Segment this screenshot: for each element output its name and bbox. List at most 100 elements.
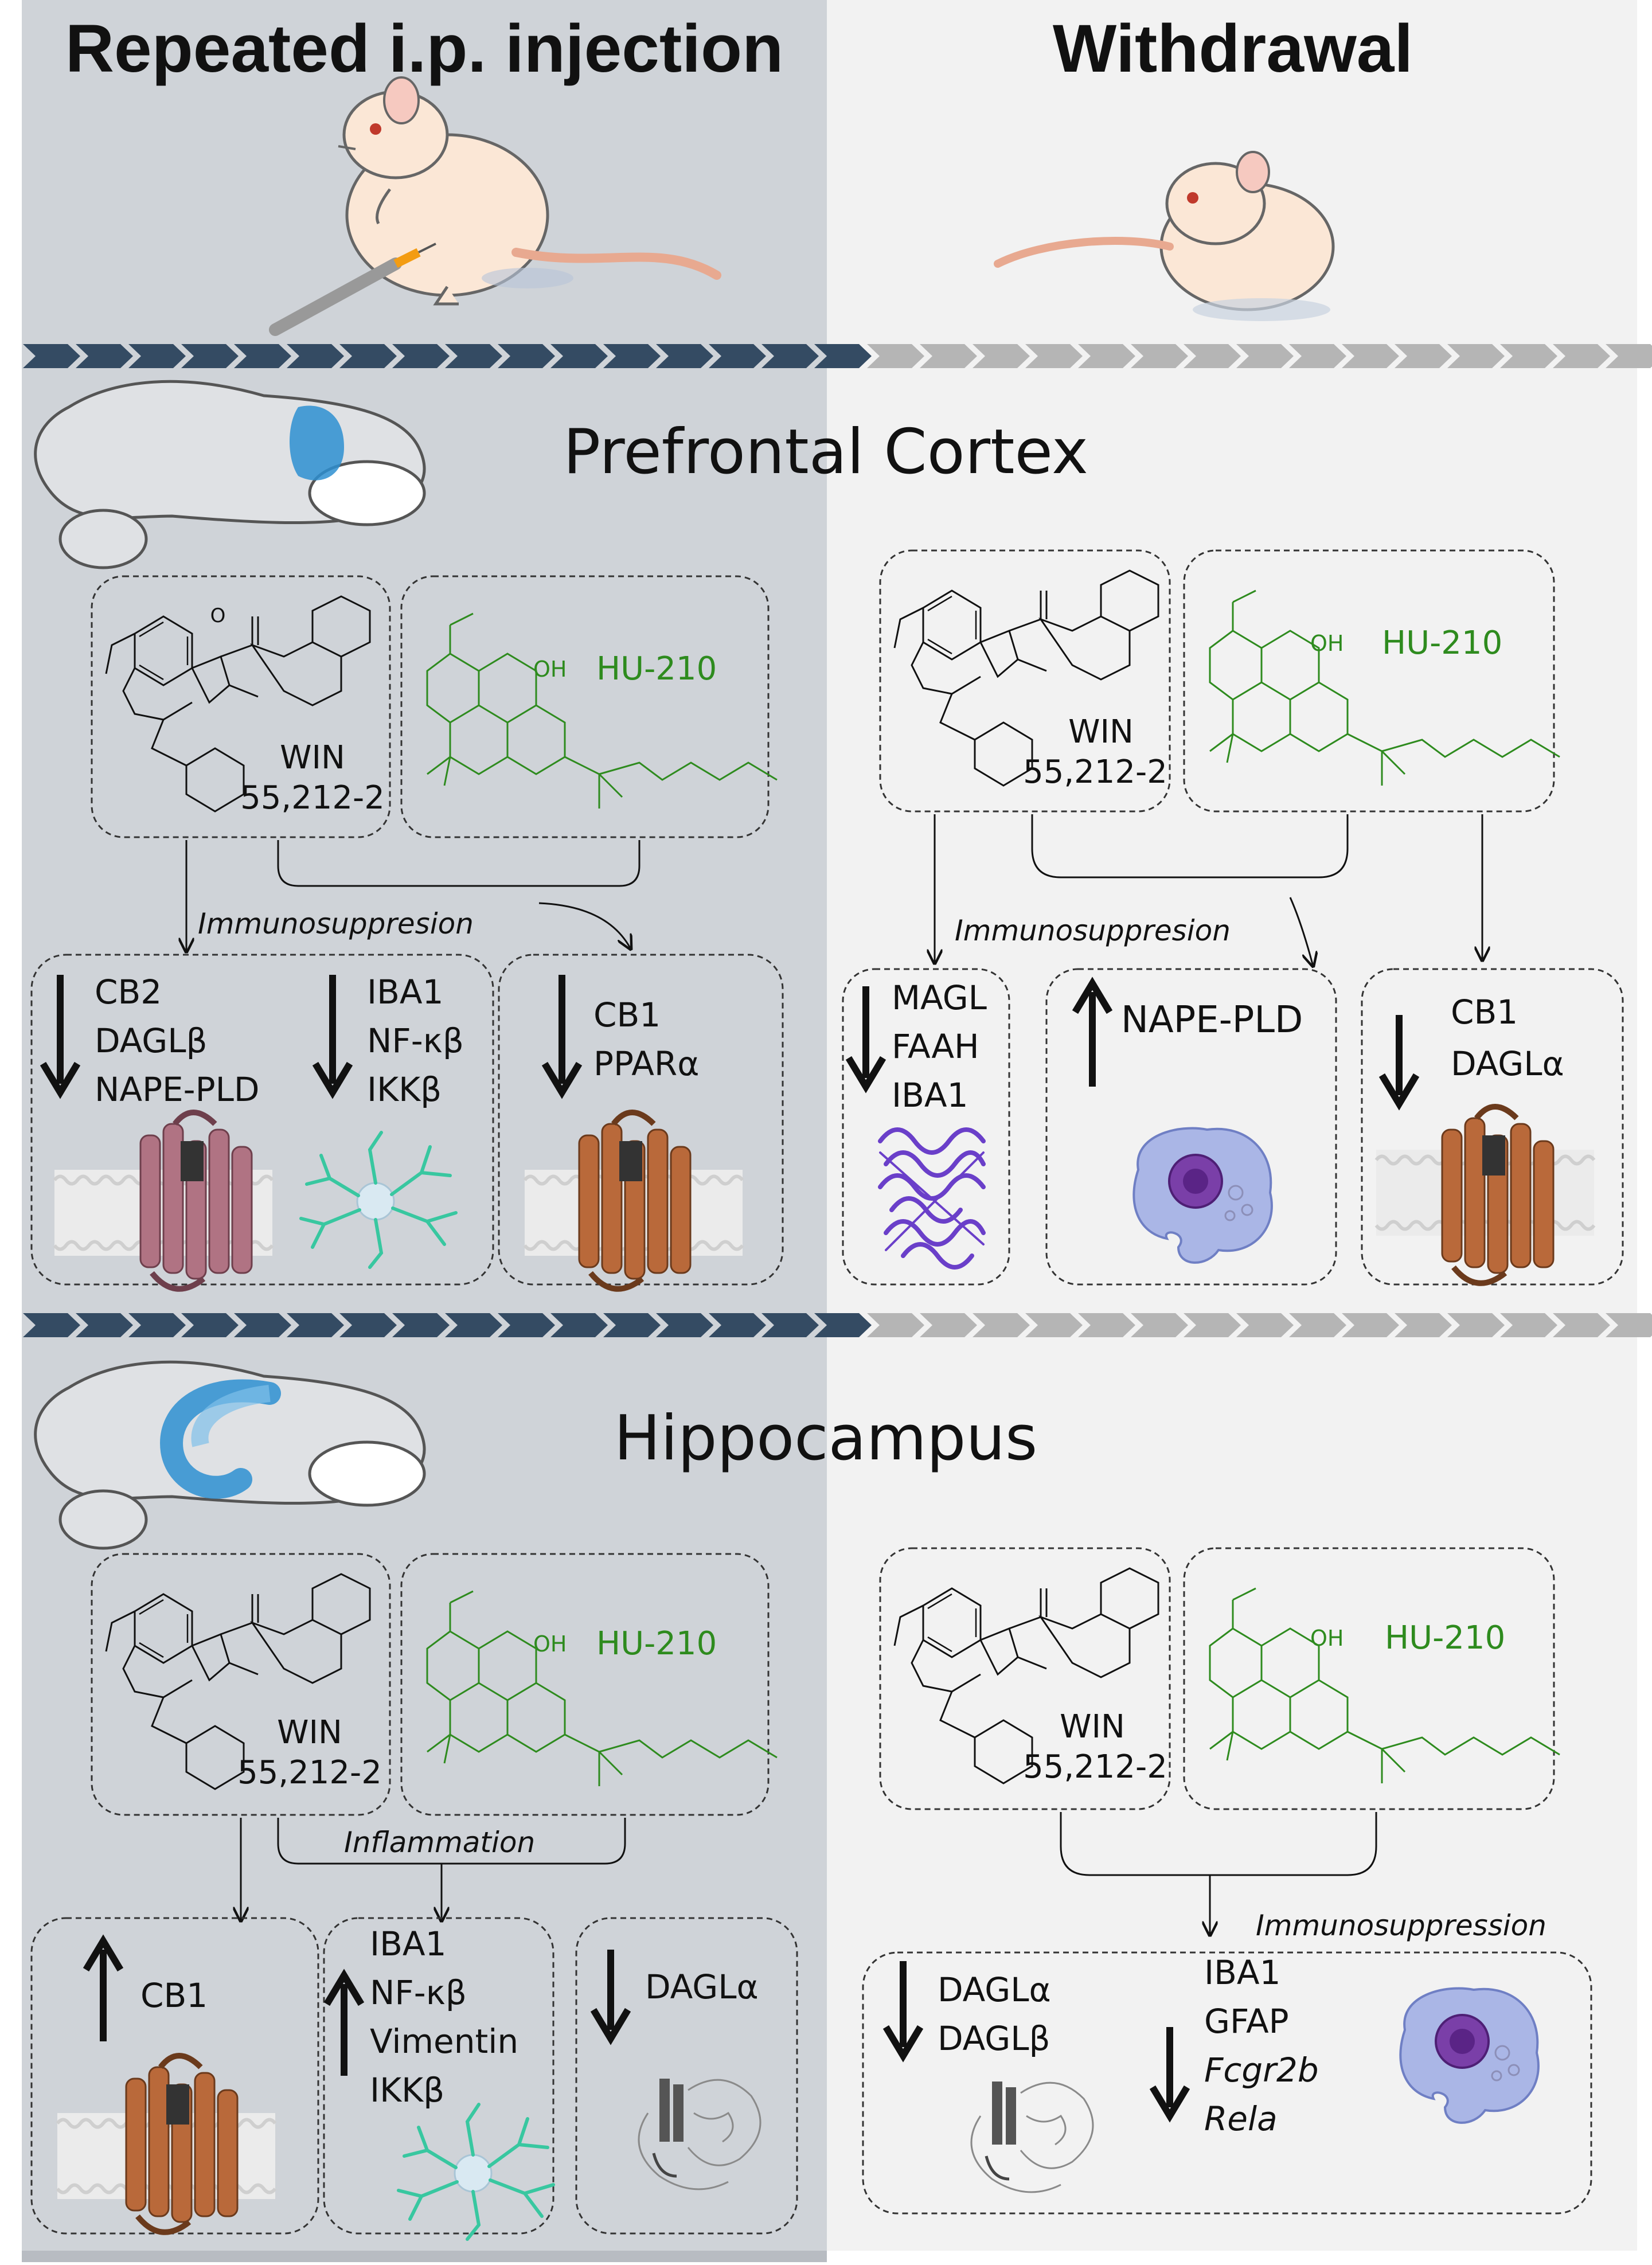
pfc-left-win-box bbox=[91, 575, 391, 838]
left-header-title: Repeated i.p. injection bbox=[65, 11, 783, 87]
pfc-right-result-box-b bbox=[1045, 968, 1337, 1286]
timeline-chevron bbox=[1395, 1313, 1452, 1337]
hip-right-b-item-1: IBA1 bbox=[1204, 1953, 1280, 1992]
hip-left-win-box bbox=[91, 1553, 391, 1816]
pfc-left-a2-item-2: NF-κβ bbox=[367, 1021, 464, 1060]
hip-left-b-item-4: IKKβ bbox=[370, 2071, 444, 2110]
timeline-chevron bbox=[1289, 1313, 1346, 1337]
timeline-chevron bbox=[128, 1313, 186, 1337]
hip-left-win-label-1: WIN bbox=[277, 1714, 342, 1751]
timeline-chevron bbox=[1025, 1313, 1083, 1337]
timeline-arrow-strip-top bbox=[23, 344, 1652, 368]
timeline-chevron bbox=[23, 344, 80, 368]
hip-right-win-label-1: WIN bbox=[1060, 1708, 1125, 1745]
hip-right-result-box bbox=[862, 1951, 1592, 2215]
timeline-chevron bbox=[709, 344, 766, 368]
timeline-chevron bbox=[128, 344, 186, 368]
timeline-chevron bbox=[181, 1313, 239, 1337]
pfc-left-a-item-1: CB2 bbox=[95, 973, 162, 1012]
timeline-chevron bbox=[1236, 1313, 1294, 1337]
pfc-right-a-item-3: IBA1 bbox=[892, 1076, 968, 1115]
timeline-chevron bbox=[1553, 1313, 1610, 1337]
pfc-right-result-box-a bbox=[842, 968, 1010, 1286]
svg-text:OH: OH bbox=[1310, 631, 1344, 656]
timeline-chevron bbox=[1342, 1313, 1399, 1337]
hip-left-result-box-b bbox=[323, 1917, 554, 2235]
timeline-chevron bbox=[973, 1313, 1030, 1337]
timeline-chevron bbox=[234, 344, 291, 368]
timeline-chevron bbox=[23, 1313, 80, 1337]
hip-left-a-item-1: CB1 bbox=[140, 1976, 208, 2015]
timeline-chevron bbox=[1184, 344, 1241, 368]
timeline-chevron bbox=[1131, 344, 1188, 368]
timeline-chevron bbox=[1078, 1313, 1135, 1337]
withdrawal-rat-illustration bbox=[994, 151, 1335, 321]
pfc-left-a2-item-3: IKKβ bbox=[367, 1070, 442, 1109]
right-header-title: Withdrawal bbox=[1053, 11, 1413, 87]
timeline-chevron bbox=[1395, 344, 1452, 368]
timeline-chevron bbox=[709, 1313, 766, 1337]
pfc-left-hu-label: HU-210 bbox=[596, 650, 717, 688]
timeline-chevron bbox=[1447, 344, 1505, 368]
timeline-chevron bbox=[287, 344, 344, 368]
timeline-chevron bbox=[339, 344, 397, 368]
injected-rat-illustration bbox=[269, 76, 721, 336]
pfc-right-c-item-1: CB1 bbox=[1451, 993, 1518, 1032]
timeline-chevron bbox=[656, 344, 713, 368]
timeline-chevron bbox=[1289, 344, 1346, 368]
hip-right-effect-label: Immunosuppression bbox=[1256, 1909, 1546, 1942]
svg-text:O: O bbox=[210, 604, 226, 627]
pfc-left-a-item-3: NAPE-PLD bbox=[95, 1070, 260, 1109]
timeline-chevron bbox=[76, 344, 133, 368]
pfc-left-result-box-a bbox=[30, 954, 494, 1286]
hip-left-b-item-2: NF-κβ bbox=[370, 1973, 467, 2012]
pfc-left-a2-item-1: IBA1 bbox=[367, 973, 443, 1012]
timeline-chevron bbox=[234, 1313, 291, 1337]
pfc-right-win-label-2: 55,212-2 bbox=[1023, 753, 1167, 791]
syringe-icon bbox=[269, 243, 436, 336]
timeline-chevron bbox=[550, 344, 608, 368]
timeline-chevron bbox=[814, 1313, 872, 1337]
timeline-chevron bbox=[1236, 344, 1294, 368]
timeline-chevron bbox=[498, 1313, 555, 1337]
hip-right-a-item-2: DAGLβ bbox=[938, 2019, 1050, 2058]
hip-right-a-item-1: DAGLα bbox=[938, 1970, 1051, 2009]
pfc-left-b-item-2: PPARα bbox=[593, 1044, 699, 1083]
timeline-chevron bbox=[973, 344, 1030, 368]
timeline-chevron bbox=[181, 344, 239, 368]
timeline-arrow-strip-middle bbox=[23, 1313, 1652, 1337]
pfc-right-win-label-1: WIN bbox=[1068, 713, 1134, 751]
hippocampus-brain-icon bbox=[34, 1360, 426, 1550]
timeline-chevron bbox=[550, 1313, 608, 1337]
hip-left-c-item-1: DAGLα bbox=[645, 1967, 759, 2006]
pfc-right-a-item-1: MAGL bbox=[892, 978, 987, 1017]
timeline-chevron bbox=[445, 1313, 502, 1337]
timeline-chevron bbox=[1553, 344, 1610, 368]
timeline-chevron bbox=[867, 344, 924, 368]
timeline-chevron bbox=[498, 344, 555, 368]
pfc-left-result-box-b bbox=[498, 954, 784, 1286]
timeline-chevron bbox=[445, 344, 502, 368]
timeline-chevron bbox=[76, 1313, 133, 1337]
svg-text:OH: OH bbox=[533, 1631, 567, 1657]
timeline-chevron bbox=[1078, 344, 1135, 368]
pfc-right-b-item-1: NAPE-PLD bbox=[1121, 999, 1303, 1041]
pfc-left-win-label-2: 55,212-2 bbox=[240, 779, 385, 817]
pfc-left-a-item-2: DAGLβ bbox=[95, 1021, 208, 1060]
left-panel-bg bbox=[22, 0, 827, 2251]
timeline-chevron bbox=[287, 1313, 344, 1337]
hip-right-b-item-4: Rela bbox=[1204, 2099, 1278, 2138]
hip-right-b-item-2: GFAP bbox=[1204, 2002, 1289, 2041]
timeline-chevron bbox=[603, 344, 661, 368]
timeline-chevron bbox=[1184, 1313, 1241, 1337]
pfc-brain-icon bbox=[34, 380, 426, 569]
pfc-right-c-item-2: DAGLα bbox=[1451, 1044, 1564, 1083]
pfc-right-win-box bbox=[879, 549, 1171, 813]
timeline-chevron bbox=[603, 1313, 661, 1337]
pfc-right-result-box-c bbox=[1361, 968, 1624, 1286]
timeline-chevron bbox=[1606, 344, 1652, 368]
pfc-left-b-item-1: CB1 bbox=[593, 995, 661, 1034]
timeline-chevron bbox=[920, 344, 977, 368]
hip-left-hu-box bbox=[400, 1553, 770, 1816]
